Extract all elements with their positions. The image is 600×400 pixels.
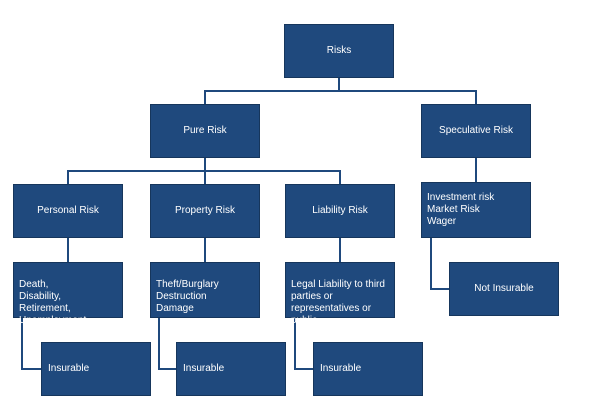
personal-examples-text: Death, Disability, Retirement, Unemploym… bbox=[19, 279, 87, 326]
insurable-liability-label: Insurable bbox=[320, 363, 362, 374]
node-property-risk: Property Risk bbox=[150, 184, 260, 238]
connector-risks-speculative bbox=[339, 90, 477, 104]
node-speculative-risk-label: Speculative Risk bbox=[439, 125, 513, 136]
node-risks-label: Risks bbox=[326, 45, 352, 56]
property-examples-text: Theft/Burglary Destruction Damage bbox=[156, 279, 219, 314]
node-speculative-risk: Speculative Risk bbox=[421, 104, 531, 158]
node-speculative-examples: Investment risk Market Risk Wager bbox=[421, 182, 531, 238]
node-pure-risk: Pure Risk bbox=[150, 104, 260, 158]
node-insurable-personal: Insurable bbox=[41, 342, 151, 396]
node-liability-examples: Legal Liability to third parties or repr… bbox=[285, 262, 395, 326]
node-property-risk-label: Property Risk bbox=[174, 205, 235, 216]
node-property-examples: Theft/Burglary Destruction Damage bbox=[150, 262, 260, 318]
not-insurable-label: Not Insurable bbox=[474, 283, 534, 294]
node-personal-risk: Personal Risk bbox=[13, 184, 123, 238]
connector-property-insurable bbox=[158, 318, 176, 370]
node-liability-risk-label: Liability Risk bbox=[312, 205, 368, 216]
node-liability-risk: Liability Risk bbox=[285, 184, 395, 238]
node-personal-risk-label: Personal Risk bbox=[37, 205, 99, 216]
connector-liability-insurable bbox=[294, 318, 313, 370]
node-risks: Risks bbox=[284, 24, 394, 78]
speculative-examples-text: Investment risk Market Risk Wager bbox=[427, 192, 495, 227]
node-insurable-property: Insurable bbox=[176, 342, 286, 396]
liability-examples-text: Legal Liability to third parties or repr… bbox=[291, 279, 385, 326]
node-pure-risk-label: Pure Risk bbox=[183, 125, 227, 136]
connector-speculative-notinsurable bbox=[430, 238, 449, 290]
node-not-insurable: Not Insurable bbox=[449, 262, 559, 316]
node-personal-examples: Death, Disability, Retirement, Unemploym… bbox=[13, 262, 123, 326]
connector-personal-insurable bbox=[21, 318, 41, 370]
node-insurable-liability: Insurable bbox=[313, 342, 423, 396]
connector-pure-personal bbox=[67, 158, 206, 184]
connector-pure-liability bbox=[205, 170, 341, 184]
connector-risks-pure bbox=[204, 78, 340, 104]
insurable-property-label: Insurable bbox=[183, 363, 225, 374]
insurable-personal-label: Insurable bbox=[48, 363, 90, 374]
